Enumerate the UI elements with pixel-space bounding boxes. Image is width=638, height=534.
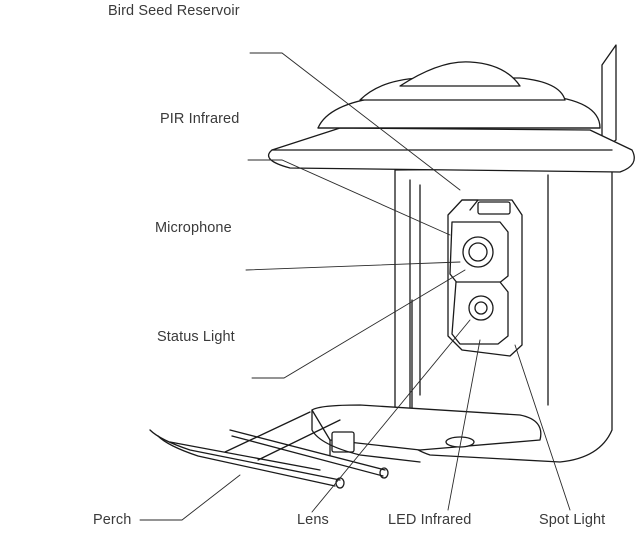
camera-module [447, 199, 523, 357]
back-panel [601, 44, 617, 151]
leader-status-light [251, 269, 466, 379]
label-led-infrared: LED Infrared [388, 512, 472, 528]
leader-perch [139, 474, 241, 521]
bottom-tray [311, 404, 542, 463]
label-spot-light: Spot Light [539, 512, 606, 528]
label-perch: Perch [93, 512, 132, 528]
label-bird-seed-reservoir: Bird Seed Reservoir [108, 3, 240, 19]
perch-assembly [149, 411, 389, 489]
leader-pir-infrared [247, 159, 451, 236]
label-microphone: Microphone [155, 220, 232, 236]
leader-spot-light [514, 344, 571, 511]
roof [267, 61, 635, 173]
label-pir-infrared: PIR Infrared [160, 111, 240, 127]
leader-led-infrared [447, 339, 481, 511]
label-lens: Lens [297, 512, 329, 528]
leader-lens [311, 319, 471, 513]
label-status-light: Status Light [157, 329, 235, 345]
leader-microphone [245, 261, 461, 271]
leader-bird-seed-reservoir [249, 52, 461, 191]
